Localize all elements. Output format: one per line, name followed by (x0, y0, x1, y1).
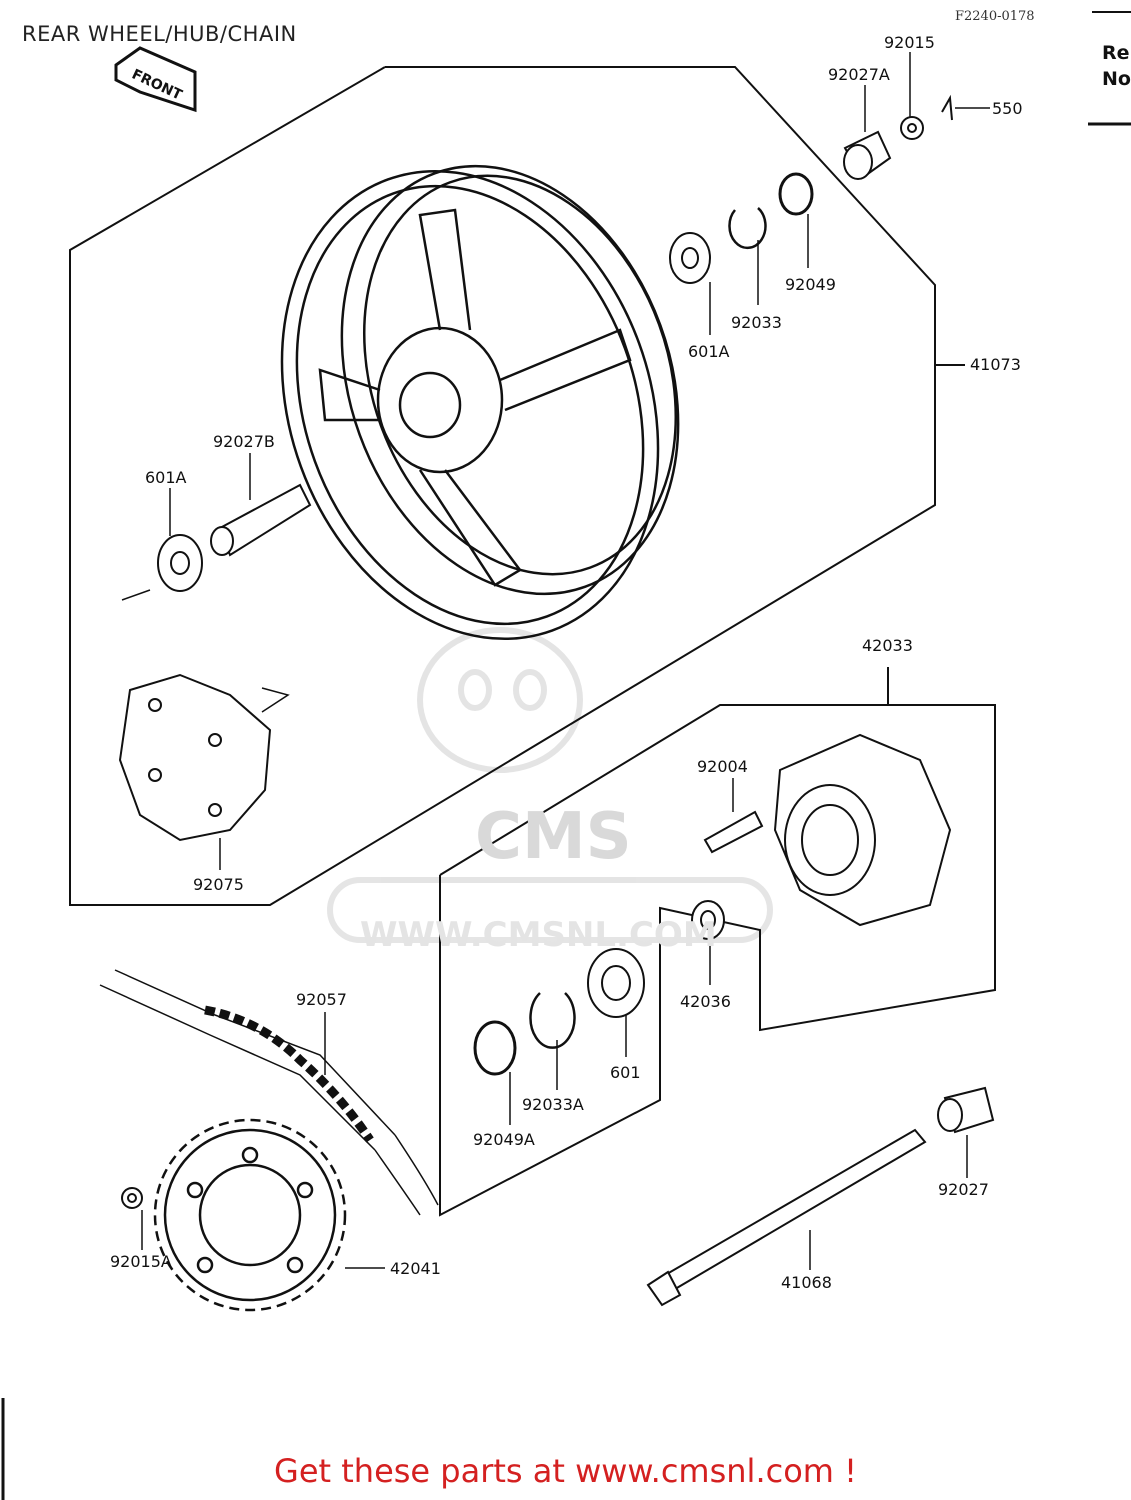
part-label-42041[interactable]: 42041 (390, 1259, 441, 1278)
wheel-group-outline (69, 66, 965, 906)
hub-group-outline (439, 667, 996, 1217)
chain-92057 (99, 969, 439, 1216)
corner-text-line1: Re (1102, 42, 1130, 64)
coupling-42033 (773, 733, 952, 927)
part-label-92075[interactable]: 92075 (193, 875, 244, 894)
part-label-92004[interactable]: 92004 (697, 757, 748, 776)
axle-41068 (646, 1128, 927, 1307)
footer-link-text[interactable]: Get these parts at www.cmsnl.com ! (274, 1452, 857, 1490)
part-label-92027b[interactable]: 92027B (213, 432, 275, 451)
guide-line (121, 589, 151, 601)
part-label-550[interactable]: 550 (992, 99, 1023, 118)
part-label-92049[interactable]: 92049 (785, 275, 836, 294)
cotter-pin-550 (941, 94, 953, 121)
nut-92015a (121, 1187, 143, 1209)
damper-92075 (118, 673, 272, 842)
collar-42036 (691, 900, 725, 940)
part-label-601a-left[interactable]: 601A (145, 468, 187, 487)
circlip-92033a (529, 992, 576, 1049)
part-label-92027a[interactable]: 92027A (828, 65, 890, 84)
sprocket-42041 (153, 1118, 347, 1312)
guide-line (261, 687, 290, 713)
part-label-92015a[interactable]: 92015A (110, 1252, 172, 1271)
part-label-92049a[interactable]: 92049A (473, 1130, 535, 1149)
part-label-601a-top[interactable]: 601A (688, 342, 730, 361)
stud-92004 (703, 810, 764, 854)
part-label-42036[interactable]: 42036 (680, 992, 731, 1011)
washer-92049 (778, 172, 814, 216)
collar-92027a (843, 130, 892, 180)
circlip-92033 (728, 207, 767, 250)
part-label-92057[interactable]: 92057 (296, 990, 347, 1009)
corner-text: Re No (1102, 40, 1131, 92)
part-label-41068[interactable]: 41068 (781, 1273, 832, 1292)
part-label-92033[interactable]: 92033 (731, 313, 782, 332)
front-arrow-icon (114, 46, 197, 113)
part-label-42033[interactable]: 42033 (862, 636, 913, 655)
part-label-92015[interactable]: 92015 (884, 33, 935, 52)
bearing-601 (587, 948, 645, 1018)
leader-lines (141, 52, 990, 1270)
diagram-title: REAR WHEEL/HUB/CHAIN (22, 22, 297, 46)
spacer-92027b (210, 483, 312, 557)
corner-text-line2: No (1102, 68, 1131, 90)
figure-code: F2240-0178 (955, 9, 1035, 24)
watermark-logo-text: CMS (475, 800, 632, 874)
part-label-92027[interactable]: 92027 (938, 1180, 989, 1199)
part-label-601[interactable]: 601 (610, 1063, 641, 1082)
part-label-92033a[interactable]: 92033A (522, 1095, 584, 1114)
nut-92015 (900, 116, 924, 140)
collar-92027 (937, 1086, 995, 1134)
washer-92049a (473, 1020, 517, 1076)
wheel-rim (280, 164, 680, 641)
bearing-601a-top (669, 232, 711, 284)
watermark-logo (327, 627, 773, 943)
part-label-41073[interactable]: 41073 (970, 355, 1021, 374)
bearing-601a-left (157, 534, 203, 592)
watermark-url: WWW.CMSNL.COM (360, 915, 717, 955)
